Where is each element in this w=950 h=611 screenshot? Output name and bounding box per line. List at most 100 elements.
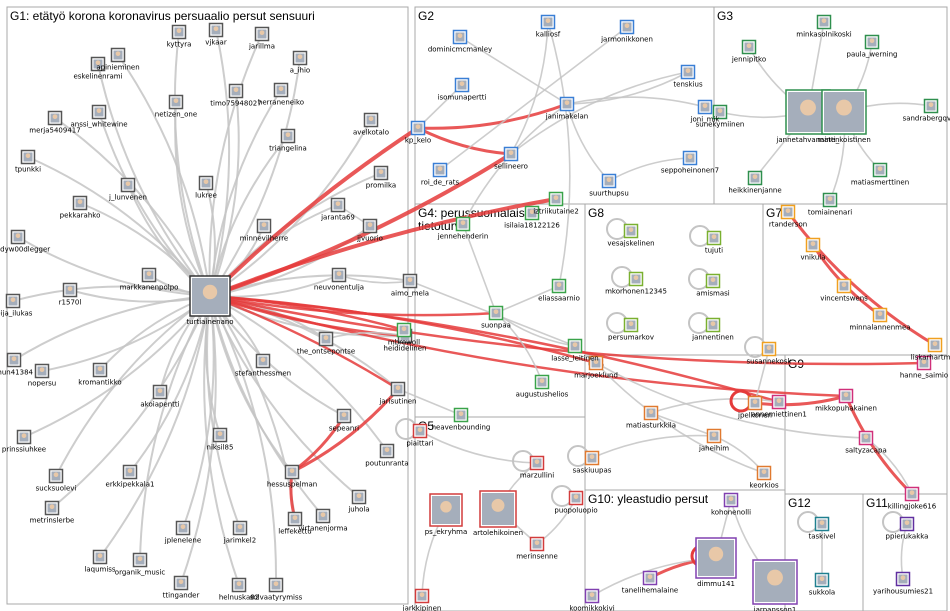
node-kp-kelo[interactable] bbox=[410, 120, 426, 136]
node-dimmu141[interactable] bbox=[695, 537, 737, 579]
node-artolehikoinen[interactable] bbox=[479, 490, 517, 528]
node-sucksuolevi[interactable] bbox=[48, 468, 64, 484]
node-seppoheinonen7[interactable] bbox=[682, 150, 698, 166]
node-ttingander[interactable] bbox=[173, 575, 189, 591]
node-augustushelios[interactable] bbox=[534, 374, 550, 390]
node-lukree[interactable] bbox=[198, 175, 214, 191]
node-joni-mik[interactable] bbox=[697, 99, 713, 115]
node-sepeanri[interactable] bbox=[336, 408, 352, 424]
node-roi-de-rats[interactable] bbox=[432, 162, 448, 178]
node-merinsenne[interactable] bbox=[529, 536, 545, 552]
node-prinssiuhkee[interactable] bbox=[16, 429, 32, 445]
node-erkkipekkala1[interactable] bbox=[122, 464, 138, 480]
node-hessuspelman[interactable] bbox=[284, 464, 300, 480]
node-matti-koistinen[interactable] bbox=[821, 89, 867, 135]
node-minnalannenmea[interactable] bbox=[872, 307, 888, 323]
node-vnikula[interactable] bbox=[805, 237, 821, 253]
node-saltyzacapa[interactable] bbox=[858, 430, 874, 446]
node-kromantikko[interactable] bbox=[92, 362, 108, 378]
node-a-ihio[interactable] bbox=[292, 50, 308, 66]
node-suurthupsu[interactable] bbox=[601, 173, 617, 189]
node-vincentswens[interactable] bbox=[836, 278, 852, 294]
node-heikkinenjanne[interactable] bbox=[747, 170, 763, 186]
node-apinieminen[interactable] bbox=[110, 47, 126, 63]
node-matiasturkkila[interactable] bbox=[643, 405, 659, 421]
node-juhola[interactable] bbox=[351, 489, 367, 505]
node-timo75948027[interactable] bbox=[228, 83, 244, 99]
node-saskiuupas[interactable] bbox=[584, 450, 600, 466]
node-laqumiss[interactable] bbox=[92, 549, 108, 565]
node-sunekymiinen[interactable] bbox=[712, 104, 728, 120]
node-markkanenpolpo[interactable] bbox=[141, 267, 157, 283]
node-virtanenjorma[interactable] bbox=[315, 508, 331, 524]
node-minkasolnikoski[interactable] bbox=[816, 14, 832, 30]
node-tenskius[interactable] bbox=[680, 64, 696, 80]
node-jarisutinen[interactable] bbox=[390, 381, 406, 397]
node-teija-ilukas[interactable] bbox=[5, 293, 21, 309]
node-stefanthessmen[interactable] bbox=[255, 353, 271, 369]
node-iztriikutaine2[interactable] bbox=[548, 191, 564, 207]
node-turtiainenano[interactable] bbox=[189, 275, 231, 317]
node-jennehenderin[interactable] bbox=[455, 216, 471, 232]
node-yarihousumies21[interactable] bbox=[895, 571, 911, 587]
node-jjvuorio[interactable] bbox=[362, 218, 378, 234]
node-niksil85[interactable] bbox=[212, 427, 228, 443]
node-vjkaar[interactable] bbox=[208, 22, 224, 38]
node-taskivel[interactable] bbox=[814, 516, 830, 532]
node-jarmonikkonen[interactable] bbox=[619, 19, 635, 35]
node-lasse-leitinen[interactable] bbox=[567, 338, 583, 354]
node-puopoluopio[interactable] bbox=[568, 490, 584, 506]
node-hanne-saimio[interactable] bbox=[916, 355, 932, 371]
node-avelkotalo[interactable] bbox=[363, 112, 379, 128]
node-helnuska82[interactable] bbox=[231, 577, 247, 593]
node-tomiainenari[interactable] bbox=[822, 192, 838, 208]
node-jaranta69[interactable] bbox=[330, 197, 346, 213]
node-r1570l[interactable] bbox=[62, 282, 78, 298]
node-kohonenolli[interactable] bbox=[723, 492, 739, 508]
node-jplenelene[interactable] bbox=[175, 520, 191, 536]
node-mikkopuhakainen[interactable] bbox=[838, 388, 854, 404]
node-tanelihemalaine[interactable] bbox=[642, 570, 658, 586]
node-vesajskelinen[interactable] bbox=[623, 223, 639, 239]
node-jennipitko[interactable] bbox=[741, 39, 757, 55]
node-eliassaarnio[interactable] bbox=[551, 278, 567, 294]
node-matiasmerttinen[interactable] bbox=[872, 162, 888, 178]
node-anssi-whitewine[interactable] bbox=[91, 104, 107, 120]
node-jarillma[interactable] bbox=[254, 26, 270, 42]
node-suonpaa[interactable] bbox=[488, 305, 504, 321]
node-susannekosk[interactable] bbox=[761, 341, 777, 357]
node-isilaia18122126[interactable] bbox=[524, 205, 540, 221]
node-kyttyra[interactable] bbox=[171, 24, 187, 40]
node-jarpansson1[interactable] bbox=[752, 559, 798, 605]
node-sandrabergqvist[interactable] bbox=[923, 98, 939, 114]
node-sellineero[interactable] bbox=[503, 146, 519, 162]
node-minnevilherre[interactable] bbox=[256, 218, 272, 234]
node-annemiettinen1[interactable] bbox=[771, 394, 787, 410]
node-akoiapentti[interactable] bbox=[152, 384, 168, 400]
node-pekkarahko[interactable] bbox=[72, 195, 88, 211]
node-ppierukakka[interactable] bbox=[899, 516, 915, 532]
node-jannentinen[interactable] bbox=[705, 317, 721, 333]
node-kalliosf[interactable] bbox=[540, 14, 556, 30]
node-poutunranta[interactable] bbox=[379, 443, 395, 459]
node-organik-music[interactable] bbox=[132, 552, 148, 568]
node-netizen-one[interactable] bbox=[168, 94, 184, 110]
node-isomunapertti[interactable] bbox=[454, 77, 470, 93]
node-nopersu[interactable] bbox=[34, 363, 50, 379]
node-amismasi[interactable] bbox=[705, 273, 721, 289]
node-promilka[interactable] bbox=[373, 165, 389, 181]
node-marjoeklund[interactable] bbox=[588, 355, 604, 371]
node-neuvonentulja[interactable] bbox=[331, 267, 347, 283]
node-triangelina[interactable] bbox=[280, 128, 296, 144]
node-aimo-mela[interactable] bbox=[402, 273, 418, 289]
node-jpelkonen[interactable] bbox=[747, 395, 763, 411]
node-jaheihim[interactable] bbox=[706, 428, 722, 444]
node-jarimkel2[interactable] bbox=[232, 520, 248, 536]
node-killingjoke616[interactable] bbox=[904, 486, 920, 502]
node-the-ontsepontse[interactable] bbox=[318, 331, 334, 347]
node-ps-ekryhma[interactable] bbox=[429, 493, 463, 527]
node-merja5409417[interactable] bbox=[47, 110, 63, 126]
node-rtanderson[interactable] bbox=[780, 204, 796, 220]
node-dominicmcmanley[interactable] bbox=[452, 29, 468, 45]
node-j-lunvenen[interactable] bbox=[120, 177, 136, 193]
